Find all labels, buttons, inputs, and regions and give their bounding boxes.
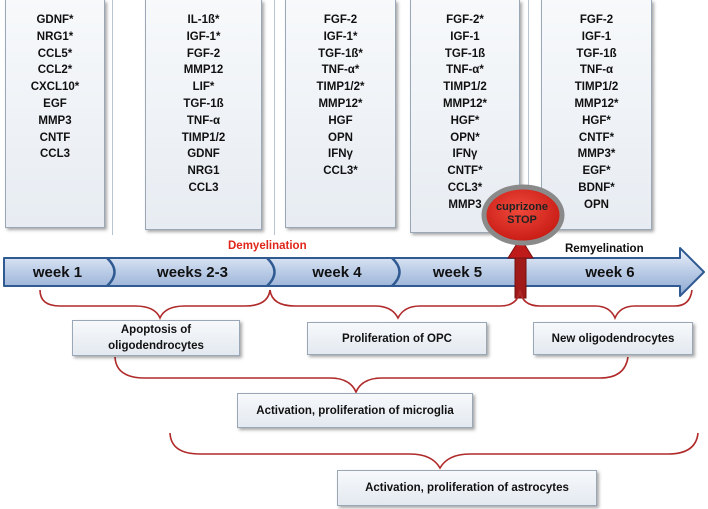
cytokine-item: TNF-α* (321, 64, 360, 77)
cytokine-item: MMP12* (318, 97, 363, 110)
cytokine-item: FGF-2 (323, 14, 358, 26)
week-label-1: week 1 (32, 263, 83, 281)
bracket-opc (269, 289, 521, 320)
cytokine-item: EGF (43, 97, 67, 110)
stop-text: cuprizone STOP (486, 201, 558, 227)
cytokine-item: IFNγ (328, 148, 353, 161)
cytokine-item: NRG1 (187, 165, 220, 178)
cytokine-item: LIF* (192, 81, 215, 94)
cytokine-item: IGF-1* (323, 30, 358, 43)
week-divider (266, 257, 276, 287)
week-divider (106, 257, 116, 287)
cytokine-item: OPN (584, 198, 609, 211)
stop-sign (481, 184, 565, 246)
bracket-astrocytes (169, 432, 699, 470)
cytokine-item: HGF* (450, 114, 480, 127)
cytokine-item: IFNγ (452, 148, 478, 161)
timeline-arrow (3, 247, 705, 297)
week-label-5: week 5 (432, 263, 483, 281)
stop-text-line2: STOP (507, 214, 537, 226)
cytokine-item: TNF-α* (446, 64, 484, 77)
separator-line (274, 0, 275, 235)
process-apoptosis: Apoptosis of oligodendrocytes (72, 320, 240, 356)
cytokine-item: FGF-2 (579, 14, 614, 26)
separator-line (112, 0, 113, 235)
week-label-4: week 4 (312, 263, 362, 281)
week-divider (391, 257, 401, 287)
cytokine-item: TIMP1/2 (443, 81, 487, 94)
cytokine-item: TNF-α (186, 114, 221, 127)
stop-text-line1: cuprizone (496, 201, 548, 213)
cytokine-item: GDNF (187, 148, 220, 161)
separator-line (528, 0, 529, 235)
remyelination-label: Remyelination (565, 243, 644, 255)
cytokine-item: HGF (328, 114, 353, 127)
cytokine-item: BDNF* (578, 181, 615, 194)
bracket-apoptosis (39, 289, 271, 321)
cytokine-item: TIMP1/2 (181, 131, 226, 144)
cytokine-item: IGF-1 (581, 30, 612, 43)
cytokine-item: CCL3 (188, 181, 219, 194)
cytokine-item: HGF* (582, 114, 611, 127)
cytokine-item: FGF-2* (446, 14, 484, 26)
cytokine-item: MMP3 (38, 114, 72, 127)
cytokine-item: MMP3* (577, 148, 616, 161)
cytokine-item: CNTF* (447, 165, 483, 178)
cytokine-item: MMP12* (442, 97, 488, 110)
stop-marker-arrowhead (507, 237, 534, 259)
cytokine-item: CCL2* (37, 64, 73, 77)
cytokine-item: TGF-1ß (576, 47, 617, 60)
cytokine-item: IGF-1 (450, 30, 480, 43)
week-label-2-3: weeks 2-3 (157, 263, 228, 281)
cytokine-item: FGF-2 (186, 47, 221, 60)
cytokine-item: OPN (328, 131, 353, 144)
process-astrocytes: Activation, proliferation of astrocytes (337, 470, 597, 506)
cytokine-item: TGF-1ß (183, 97, 224, 110)
cytokine-item: CXCL10* (30, 81, 80, 94)
cytokine-item: CNTF* (578, 131, 615, 144)
cytokine-item: NRG1* (36, 30, 74, 43)
cytokine-item: TGF-1ß* (318, 47, 363, 60)
cytokine-item: TNF-α (579, 64, 614, 77)
cytokine-item: GDNF* (36, 14, 74, 26)
cytokine-item: OPN* (450, 131, 480, 144)
cytokine-item: CCL3* (447, 181, 483, 194)
cytokine-item: CCL3* (323, 165, 358, 178)
cytokine-item: CNTF (39, 131, 71, 144)
cytokine-item: TIMP1/2* (316, 81, 365, 94)
cytokine-item: IGF-1* (186, 30, 221, 43)
cytokine-item: CCL5* (37, 47, 73, 60)
cytokine-item: TIMP1/2 (574, 81, 619, 94)
week-label-6: week 6 (585, 263, 635, 281)
cytokine-item: CCL3 (39, 148, 71, 161)
process-microglia: Activation, proliferation of microglia (237, 393, 473, 428)
bracket-new-oligo (519, 289, 693, 321)
bracket-microglia (114, 356, 629, 395)
cytokine-item: MMP12* (574, 97, 619, 110)
process-opc: Proliferation of OPC (307, 322, 487, 355)
cytokine-item: IL-1ß* (187, 14, 220, 26)
cytokine-item: EGF* (582, 165, 611, 178)
process-new-oligodendrocytes: New oligodendrocytes (533, 322, 693, 355)
cytokine-item: MMP3 (448, 198, 482, 211)
cytokine-item: TGF-1ß (444, 47, 486, 60)
cytokine-item: MMP12 (183, 64, 224, 77)
demyelination-label: Demyelination (228, 240, 307, 252)
